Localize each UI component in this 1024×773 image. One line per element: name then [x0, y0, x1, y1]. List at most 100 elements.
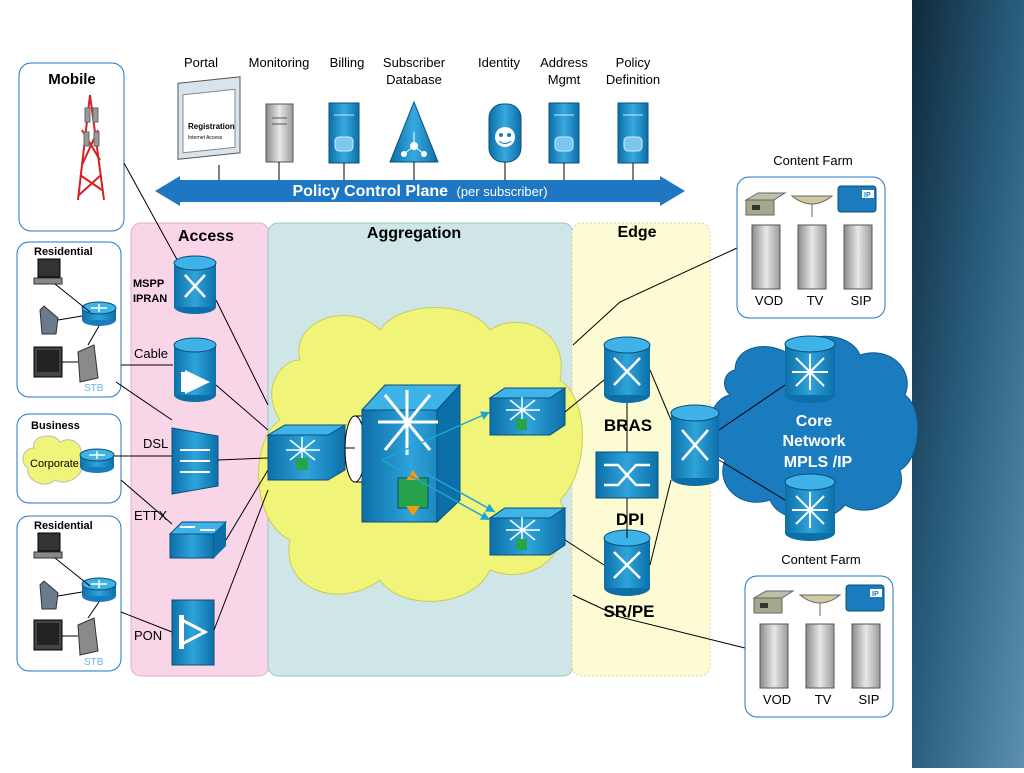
identity-label: Identity	[478, 55, 520, 70]
bras-label: BRAS	[604, 416, 652, 435]
address-label: Address	[540, 55, 588, 70]
ip-phone-icon-2: IP	[845, 584, 885, 612]
business-label: Business	[31, 420, 80, 432]
ip-phone-text-2: IP	[872, 591, 879, 598]
subscriber-label: Subscriber	[383, 55, 446, 70]
residential-label-2: Residential	[34, 520, 93, 532]
stb-label-2: STB	[84, 657, 104, 668]
ettx-label: ETTX	[134, 508, 168, 523]
mobile-box	[18, 62, 125, 232]
edge-links	[564, 247, 786, 649]
side-panel	[912, 0, 1024, 768]
portal-label: Portal	[184, 55, 218, 70]
core-router-top-icon	[784, 335, 836, 403]
dpi-appliance-icon	[595, 451, 659, 499]
address-mgmt-server-icon	[548, 102, 580, 164]
vod-label-top: VOD	[755, 293, 783, 308]
cell-tower-icon	[77, 94, 105, 201]
vod-encoder-icon-2	[752, 590, 795, 614]
ip-phone-icon: IP	[837, 185, 877, 213]
cable-cmts-icon	[173, 337, 217, 402]
pon-label: PON	[134, 628, 162, 643]
pon-olt-icon	[171, 599, 215, 666]
mspp-label: MSPP	[133, 278, 164, 290]
access-aggregation-links	[213, 299, 269, 631]
phone-icon-res1	[39, 305, 59, 335]
vod-label-bottom: VOD	[763, 692, 791, 707]
tv-server-icon-2	[805, 623, 835, 689]
billing-server-icon	[328, 102, 360, 164]
access-zone-label: Access	[178, 228, 234, 245]
ettx-switch-icon	[168, 521, 228, 559]
sip-label-top: SIP	[851, 293, 872, 308]
sip-server-icon-2	[851, 623, 881, 689]
mgmt-label: Mgmt	[548, 72, 581, 87]
content-farm-bottom-devices: IP	[752, 584, 885, 689]
stb-label-1: STB	[84, 383, 104, 394]
billing-label: Billing	[330, 55, 365, 70]
aggregation-zone-label: Aggregation	[367, 225, 461, 242]
policy-control-plane-label: Policy Control Plane (per subscriber)	[292, 183, 547, 200]
portal-screen-title: Registration	[188, 122, 235, 131]
edge-gateway-router-icon	[670, 404, 720, 486]
satellite-dish-icon	[790, 195, 834, 217]
dsl-dslam-icon	[171, 427, 219, 495]
residential-2-wiring	[54, 557, 100, 637]
policy-control-plane-arrow	[155, 176, 685, 206]
core-label-2: Network	[782, 433, 845, 450]
tv-label-top: TV	[807, 293, 824, 308]
customer-access-links	[114, 162, 181, 633]
phone-icon-res2	[39, 580, 59, 610]
tv-icon-res1	[33, 346, 63, 378]
dsl-label: DSL	[143, 436, 168, 451]
home-router-icon-res1	[81, 301, 117, 326]
srpe-router-icon	[603, 529, 651, 596]
stb-icon-res2	[77, 617, 99, 656]
srpe-label: SR/PE	[603, 602, 654, 621]
pc-icon-res2	[33, 532, 63, 559]
residential-1-wiring	[54, 283, 100, 363]
ip-phone-text: IP	[864, 192, 871, 199]
pc-icon-res1	[33, 258, 63, 285]
corporate-cloud	[22, 435, 83, 485]
tv-label-bottom: TV	[815, 692, 832, 707]
bras-router-icon	[603, 336, 651, 403]
cable-label: Cable	[134, 346, 168, 361]
dpi-label: DPI	[616, 510, 644, 529]
policy-bar-main: Policy Control Plane	[292, 183, 448, 200]
vod-encoder-icon	[744, 192, 787, 216]
content-farm-top-devices: IP	[744, 185, 877, 290]
aggregation-switch-top-icon	[488, 387, 567, 436]
core-label-3: MPLS /IP	[784, 454, 853, 471]
identity-server-icon	[488, 103, 522, 163]
aggregation-flow-arrows	[381, 411, 496, 521]
core-aggregation-switch-icon	[360, 383, 462, 524]
sip-label-bottom: SIP	[859, 692, 880, 707]
sip-server-icon	[843, 224, 873, 290]
residential-label-1: Residential	[34, 246, 93, 258]
policy-label: Policy	[616, 55, 651, 70]
content-farm-label-bottom: Content Farm	[781, 552, 860, 567]
tv-server-icon	[797, 224, 827, 290]
core-label-1: Core	[796, 413, 833, 430]
mobile-label: Mobile	[48, 71, 96, 88]
corporate-label: Corporate	[30, 458, 79, 470]
satellite-dish-icon-2	[798, 594, 842, 616]
monitoring-label: Monitoring	[249, 55, 310, 70]
home-router-icon-res2	[81, 577, 117, 602]
subscriber-database-icon	[389, 100, 439, 163]
policy-definition-server-icon	[617, 102, 649, 164]
policy-bar-sub: (per subscriber)	[457, 184, 548, 199]
portal-screen-icon: Registration Internet Access	[177, 76, 241, 160]
portal-screen-subtitle: Internet Access	[188, 135, 223, 141]
vod-server-icon	[751, 224, 781, 290]
edge-zone-label: Edge	[617, 224, 656, 241]
core-router-bottom-icon	[784, 473, 836, 541]
database-label: Database	[386, 72, 442, 87]
corporate-router-icon	[79, 448, 115, 473]
aggregation-switch-bottom-icon	[488, 507, 567, 556]
definition-label: Definition	[606, 72, 660, 87]
content-farm-label-top: Content Farm	[773, 153, 852, 168]
monitoring-server-icon	[265, 103, 294, 163]
